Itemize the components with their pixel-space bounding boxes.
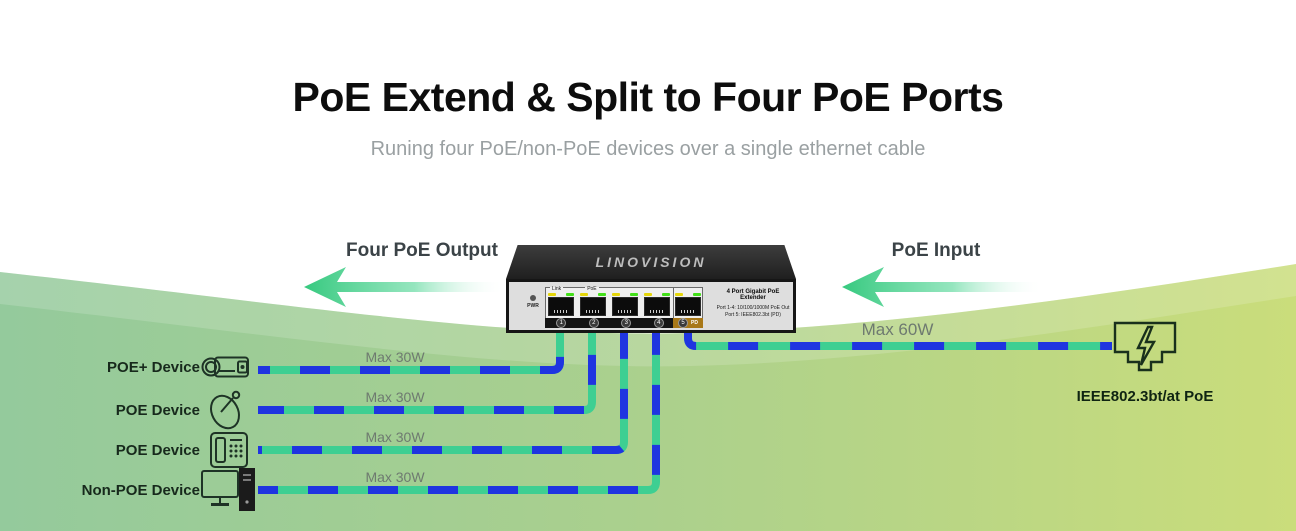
device-label: POE Device bbox=[115, 441, 200, 459]
rj45-port-3 bbox=[612, 293, 638, 316]
device-row-non-poe-pc: Non-POE Device bbox=[0, 468, 258, 512]
device-row-poe-dish: POE Device bbox=[0, 388, 258, 432]
rj45-port-4 bbox=[644, 293, 670, 316]
port-number: 1 bbox=[556, 318, 567, 328]
switch-model: 4 Port Gigabit PoE Extender bbox=[726, 289, 780, 301]
page-subtitle: Runing four PoE/non-PoE devices over a s… bbox=[370, 138, 926, 160]
device-label: POE Device bbox=[115, 401, 200, 419]
device-row-poe-phone: POE Device bbox=[0, 428, 258, 472]
link-led bbox=[580, 293, 588, 296]
page-title: PoE Extend & Split to Four PoE Ports bbox=[292, 74, 1004, 120]
rj45-port-2 bbox=[580, 293, 606, 316]
cable-label-max30w-3: Max 30W bbox=[365, 429, 425, 445]
brand-logo: LINOVISION bbox=[595, 254, 707, 270]
device-row-poe-plus: POE+ Device bbox=[0, 345, 258, 389]
switch-spec-2: Port 5: IEEE802.3bt (PD) bbox=[725, 312, 781, 318]
rj45-jack bbox=[612, 297, 638, 316]
four-poe-output-arrow-icon bbox=[304, 267, 505, 307]
rj45-port-5-pd bbox=[673, 287, 703, 319]
rj45-lightning-icon bbox=[1113, 321, 1177, 372]
port-number-strip: 1 2 3 4 bbox=[545, 318, 675, 328]
poe-led bbox=[662, 293, 670, 296]
cable-label-max60w: Max 60W bbox=[861, 320, 934, 339]
device-label: POE+ Device bbox=[107, 358, 200, 376]
bullet-camera-icon bbox=[200, 345, 258, 389]
four-poe-output-label: Four PoE Output bbox=[346, 240, 498, 261]
poe-out-port-group: Link PoE bbox=[545, 287, 675, 319]
cable-label-max30w-2: Max 30W bbox=[365, 389, 425, 405]
rj45-jack bbox=[644, 297, 670, 316]
power-led: PWR bbox=[523, 295, 543, 309]
pd-port-strip: 5 PD bbox=[673, 318, 703, 328]
wireless-dish-icon bbox=[200, 388, 258, 432]
port-number: 5 bbox=[678, 318, 689, 328]
poe-led bbox=[693, 293, 701, 296]
switch-spec-1: Port 1-4: 10/100/1000M PoE Out bbox=[716, 305, 790, 311]
cable-label-max30w-1: Max 30W bbox=[365, 349, 425, 365]
desktop-pc-icon bbox=[200, 468, 258, 512]
ip-phone-icon bbox=[200, 428, 258, 472]
poe-input-label: PoE Input bbox=[891, 240, 981, 261]
rj45-port-1 bbox=[548, 293, 574, 316]
cable-label-max30w-4: Max 30W bbox=[365, 469, 425, 485]
link-led bbox=[644, 293, 652, 296]
poe-led bbox=[566, 293, 574, 296]
link-led bbox=[548, 293, 556, 296]
rj45-jack bbox=[580, 297, 606, 316]
poe-led bbox=[598, 293, 606, 296]
port-number: 2 bbox=[588, 318, 599, 328]
rj45-jack bbox=[548, 297, 574, 316]
pd-label: PD bbox=[691, 320, 698, 326]
switch-front-panel: PWR Link PoE bbox=[506, 279, 796, 333]
switch-silkscreen-text: 4 Port Gigabit PoE Extender Port 1-4: 10… bbox=[715, 289, 791, 319]
rj45-jack bbox=[675, 297, 701, 316]
poe-extender-switch: LINOVISION PWR Link PoE bbox=[506, 245, 796, 333]
port-number: 4 bbox=[653, 318, 664, 328]
link-led bbox=[612, 293, 620, 296]
power-led-dot bbox=[530, 295, 536, 301]
port-number: 3 bbox=[621, 318, 632, 328]
link-led-label: Link bbox=[550, 286, 564, 292]
link-led bbox=[675, 293, 683, 296]
poe-source-label: IEEE802.3bt/at PoE bbox=[1076, 388, 1214, 405]
switch-top-case: LINOVISION bbox=[506, 245, 796, 279]
device-label: Non-POE Device bbox=[81, 481, 200, 499]
poe-led bbox=[630, 293, 638, 296]
poe-led-label: PoE bbox=[585, 286, 599, 292]
poe-input-arrow-icon bbox=[842, 267, 1043, 307]
